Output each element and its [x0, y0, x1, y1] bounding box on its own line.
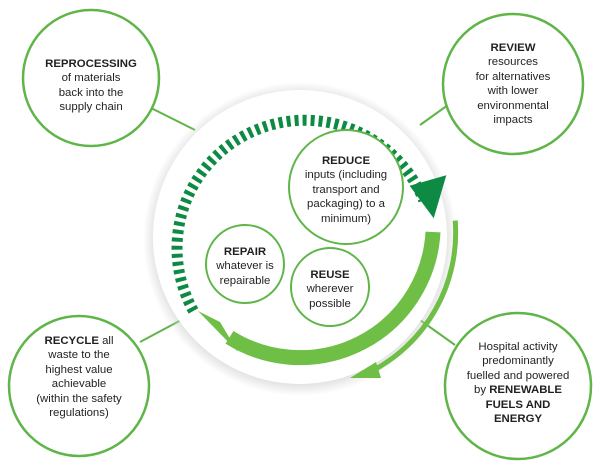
recycle-text: RECYCLE all waste to the highest value a…: [9, 334, 149, 421]
repair-title: REPAIR: [223, 246, 267, 258]
recycle-line: waste to the: [48, 349, 110, 362]
review-line: impacts: [493, 114, 533, 127]
renewable-line: predominantly: [482, 355, 554, 368]
renewable-line: Hospital activity: [478, 341, 558, 353]
renewable-title: ENERGY: [493, 413, 543, 426]
reprocessing-line: of materials: [61, 72, 121, 85]
solid-arc-arrowhead: [198, 311, 238, 352]
dashed-arc-arrowhead: [409, 175, 447, 219]
reuse-line: possible: [309, 297, 351, 310]
repair-circle: [205, 224, 285, 304]
review-line: with lower: [487, 85, 539, 98]
recycle-title-suffix: all: [98, 335, 114, 347]
thin-arc-arrowhead: [350, 362, 381, 378]
repair-text: REPAIR whatever is repairable: [199, 245, 291, 288]
connector-reprocessing: [144, 104, 196, 131]
review-text: REVIEW resources for alternatives with l…: [443, 41, 583, 128]
review-line: resources: [487, 56, 538, 69]
reduce-title: REDUCE: [321, 155, 371, 167]
reuse-line: wherever: [306, 283, 354, 296]
recycle-circle: [7, 314, 151, 458]
reprocessing-title: REPROCESSING: [45, 58, 137, 70]
recycle-title-line: RECYCLE all: [9, 334, 149, 348]
reuse-circle: [290, 247, 370, 327]
reprocessing-line: back into the: [58, 86, 124, 99]
reduce-text: REDUCE inputs (including transport and p…: [286, 154, 406, 226]
review-line: environmental: [477, 99, 549, 112]
reduce-line: minimum): [321, 212, 371, 225]
repair-line: repairable: [219, 274, 271, 287]
renewable-title: RENEWABLE: [489, 384, 562, 397]
review-line: for alternatives: [475, 70, 551, 83]
reduce-line: inputs (including: [304, 169, 388, 182]
renewable-line: fuelled and powered: [466, 369, 570, 382]
recycle-line: regulations): [49, 407, 109, 420]
renewable-text: Hospital activity predominantly fuelled …: [445, 340, 591, 427]
renewable-title: FUELS AND: [485, 398, 551, 411]
reuse-title: REUSE: [310, 269, 350, 281]
repair-line: whatever is: [216, 260, 274, 273]
reduce-line: transport and: [312, 183, 380, 196]
review-title: REVIEW: [490, 42, 536, 54]
review-circle: [441, 12, 585, 156]
reduce-circle: [288, 129, 404, 245]
renewable-by: by: [474, 384, 490, 397]
recycle-line: highest value: [45, 363, 113, 376]
recycle-title: RECYCLE: [44, 335, 99, 347]
recycle-line: (within the safety: [36, 392, 122, 405]
renewable-by-line: by RENEWABLE: [445, 383, 591, 397]
solid-cycle-arc: [225, 231, 441, 366]
recycle-line: achievable: [51, 378, 107, 391]
reprocessing-line: supply chain: [59, 101, 123, 114]
reuse-text: REUSE wherever possible: [288, 268, 372, 311]
reprocessing-circle: [21, 8, 161, 148]
reprocessing-text: REPROCESSING of materials back into the …: [23, 57, 159, 115]
renewable-circle: [443, 311, 593, 461]
thin-cycle-arc: [368, 220, 459, 375]
reduce-line: packaging) to a: [307, 198, 385, 211]
hub-circle: [153, 90, 447, 384]
